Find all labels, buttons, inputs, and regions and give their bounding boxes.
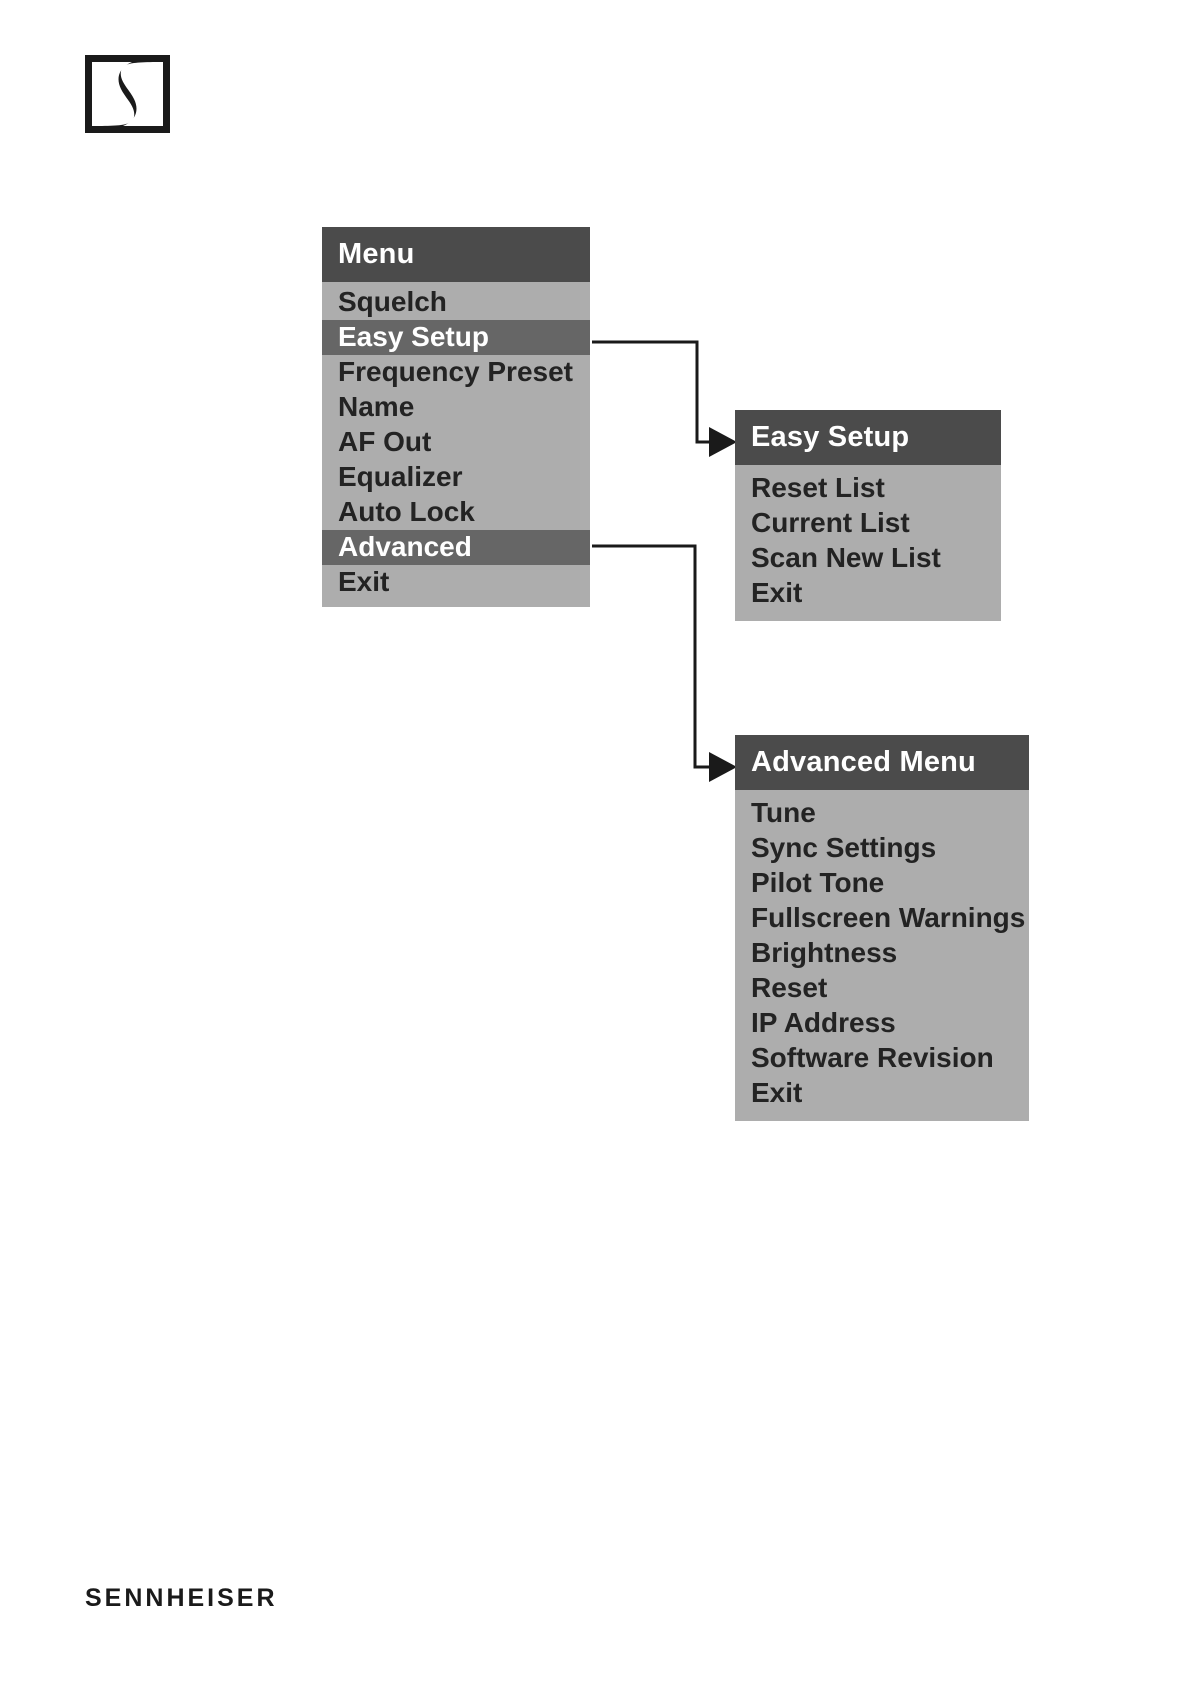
menu-list-advanced: Tune Sync Settings Pilot Tone Fullscreen…: [735, 790, 1029, 1121]
menu-item-easy-setup-exit[interactable]: Exit: [751, 577, 803, 608]
menu-list-main: Squelch Easy Setup Frequency Preset Name…: [322, 282, 590, 607]
menu-item-brightness[interactable]: Brightness: [751, 937, 898, 968]
menu-item-af-out[interactable]: AF Out: [338, 426, 432, 457]
panel-title-easy-setup: Easy Setup: [735, 410, 1001, 465]
easy-setup-connector: [592, 340, 737, 457]
menu-item-auto-lock[interactable]: Auto Lock: [338, 496, 475, 527]
menu-item-pilot-tone[interactable]: Pilot Tone: [751, 867, 885, 898]
menu-item-scan-new-list[interactable]: Scan New List: [751, 542, 941, 573]
advanced-connector: [592, 544, 737, 782]
menu-item-advanced-exit[interactable]: Exit: [751, 1077, 803, 1108]
panel-title-main-menu: Menu: [322, 227, 590, 282]
menu-item-reset[interactable]: Reset: [751, 972, 828, 1003]
menu-item-tune[interactable]: Tune: [751, 797, 816, 828]
menu-item-name[interactable]: Name: [338, 391, 415, 422]
menu-item-software-revision[interactable]: Software Revision: [751, 1042, 994, 1073]
menu-item-equalizer[interactable]: Equalizer: [338, 461, 463, 492]
menu-item-squelch[interactable]: Squelch: [338, 286, 447, 317]
panel-main-menu: Menu Squelch Easy Setup Frequency Preset…: [322, 227, 590, 607]
menu-item-frequency-preset[interactable]: Frequency Preset: [338, 356, 573, 387]
panel-title-advanced-menu: Advanced Menu: [735, 735, 1029, 790]
menu-item-fullscreen-warnings[interactable]: Fullscreen Warnings: [751, 902, 1026, 933]
menu-item-advanced[interactable]: Advanced: [322, 530, 590, 565]
panel-easy-setup: Easy Setup Reset List Current List Scan …: [735, 410, 1001, 621]
menu-item-sync-settings[interactable]: Sync Settings: [751, 832, 937, 863]
sennheiser-logo-icon: [85, 55, 170, 133]
menu-item-current-list[interactable]: Current List: [751, 507, 910, 538]
menu-item-reset-list[interactable]: Reset List: [751, 472, 885, 503]
menu-item-exit[interactable]: Exit: [338, 566, 390, 597]
brand-wordmark: SENNHEISER: [85, 1584, 278, 1612]
menu-item-ip-address[interactable]: IP Address: [751, 1007, 896, 1038]
panel-advanced-menu: Advanced Menu Tune Sync Settings Pilot T…: [735, 735, 1029, 1121]
menu-item-easy-setup[interactable]: Easy Setup: [322, 320, 590, 355]
menu-list-easy-setup: Reset List Current List Scan New List Ex…: [735, 465, 1001, 621]
